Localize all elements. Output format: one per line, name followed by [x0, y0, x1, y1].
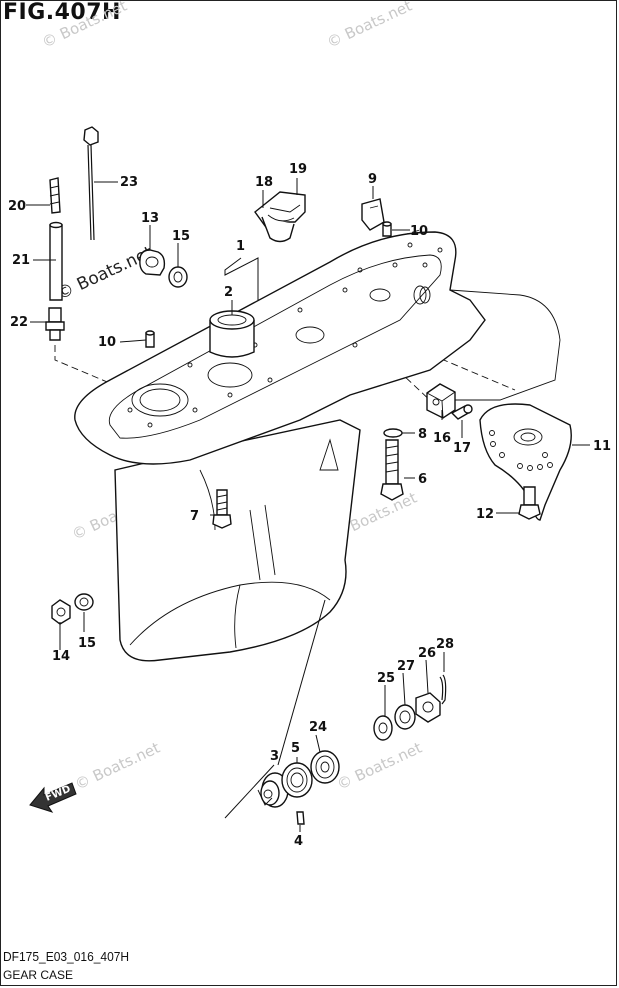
- callout-21: 21: [12, 253, 30, 268]
- callout-28: 28: [436, 637, 454, 652]
- callout-16: 16: [433, 431, 451, 446]
- oil-plug-set-lower: [51, 593, 94, 625]
- trim-tab-anode: [479, 403, 572, 521]
- callout-10a: 10: [98, 335, 116, 350]
- upper-left-parts: [45, 126, 99, 341]
- callout-22: 22: [10, 315, 28, 330]
- callout-9: 9: [368, 172, 377, 187]
- diagram-code: DF175_E03_016_407H: [3, 949, 130, 965]
- callout-3: 3: [270, 749, 279, 764]
- watermark: © Boats.net: [334, 739, 425, 794]
- callout-numbers: 1 2 3 4 5 6 7 8 9 10 10 11 12 13 14 15 1…: [8, 162, 611, 849]
- callout-19: 19: [289, 162, 307, 177]
- callout-13: 13: [141, 211, 159, 226]
- callout-17: 17: [453, 441, 471, 456]
- callout-leaders: [26, 178, 590, 832]
- diagram-caption: GEAR CASE: [3, 968, 74, 982]
- callout-5: 5: [291, 741, 300, 756]
- callout-4: 4: [294, 834, 303, 849]
- watermark: © Boats.net: [324, 0, 415, 52]
- callout-12: 12: [476, 507, 494, 522]
- callout-15b: 15: [78, 636, 96, 651]
- callout-2: 2: [224, 285, 233, 300]
- forward-direction-arrow: FWD: [29, 782, 77, 813]
- callout-1: 1: [236, 239, 245, 254]
- callout-10b: 10: [410, 224, 428, 239]
- anode-block: [426, 383, 456, 419]
- callout-23: 23: [120, 175, 138, 190]
- callout-8: 8: [418, 427, 427, 442]
- callout-18: 18: [255, 175, 273, 190]
- callout-25: 25: [377, 671, 395, 686]
- watermark-strong: © Boats.net: [54, 242, 157, 304]
- watermark: © Boats.net: [39, 0, 130, 52]
- callout-15a: 15: [172, 229, 190, 244]
- callout-11: 11: [593, 439, 611, 454]
- bolts: [212, 404, 541, 529]
- oil-plug-set-upper: [139, 249, 188, 288]
- grommet-9: [361, 198, 385, 231]
- callout-24: 24: [309, 720, 327, 735]
- clip-assembly: [254, 191, 306, 243]
- callout-14: 14: [52, 649, 70, 664]
- watermark: © Boats.net: [72, 739, 163, 794]
- callout-6: 6: [418, 472, 427, 487]
- gear-case-housing: [74, 231, 561, 662]
- prop-nut-set: [373, 674, 447, 741]
- figure-title: FIG.407H: [3, 0, 121, 25]
- callout-27: 27: [397, 659, 415, 674]
- callout-20: 20: [8, 199, 26, 214]
- dowel-pins: [145, 221, 392, 348]
- propshaft-bearing-parts: [257, 750, 340, 825]
- callout-7: 7: [190, 509, 199, 524]
- callout-26: 26: [418, 646, 436, 661]
